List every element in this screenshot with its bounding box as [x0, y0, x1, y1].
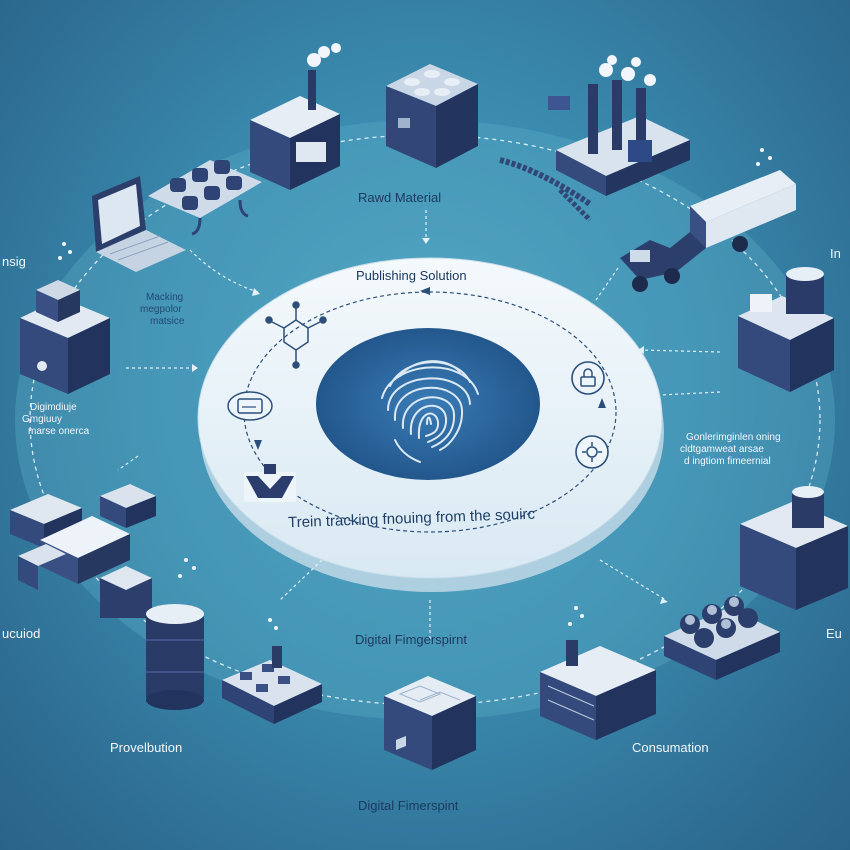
label-provelbution: Provelbution	[110, 740, 183, 755]
label-raw-material: Rawd Material	[358, 190, 442, 205]
pallet-icon	[222, 646, 322, 724]
label-marking-3: matsice	[150, 316, 185, 327]
pallet-icon	[148, 160, 262, 236]
crate-icon	[384, 676, 476, 770]
label-digital-1: Digimdiuje	[30, 402, 77, 413]
truck-icon	[620, 170, 796, 292]
server-icon	[740, 486, 848, 610]
molecule-icon	[265, 301, 327, 369]
label-left-top: nsig	[2, 254, 26, 269]
label-right-3: d ingtiom fimeernial	[684, 456, 771, 467]
connector-lines	[117, 210, 721, 640]
label-digital-3: marse onerca	[28, 426, 90, 437]
fingerprint-icon	[381, 360, 479, 463]
label-right-bottom: Eu	[826, 626, 842, 641]
fingerprint-core	[316, 328, 540, 480]
label-right-1: Gonlerimginlen oning	[686, 432, 781, 443]
barrel-icon	[664, 596, 780, 680]
lock-icon	[571, 361, 605, 395]
crate-icon	[386, 64, 478, 168]
label-left-bottom: ucuiod	[2, 626, 41, 641]
flow-arrow	[420, 287, 430, 295]
pallet-icon	[540, 640, 656, 740]
crate-icon	[10, 484, 156, 590]
label-center-fingerprint: Digital Fimgerspirnt	[355, 632, 467, 647]
factory-icon	[499, 55, 690, 222]
gear-icon	[575, 435, 609, 469]
label-marking-1: Macking	[146, 292, 184, 303]
card-icon	[227, 391, 273, 421]
label-marking-2: megpolor	[140, 304, 182, 315]
sparkle-dots	[58, 148, 772, 630]
label-bottom-fingerprint: Digital Fimerspint	[358, 798, 459, 813]
chevron-down-icon	[244, 464, 296, 502]
label-digital-2: Gmgiuuy	[22, 414, 63, 425]
label-consumation: Consumation	[632, 740, 709, 755]
flow-arrow	[254, 440, 262, 450]
barrel-icon	[738, 267, 834, 392]
label-right-2: cldtgamweat arsae	[680, 444, 764, 455]
server-icon	[20, 280, 110, 394]
factory-icon	[250, 43, 341, 190]
flow-arrow	[598, 398, 606, 408]
label-right-top: In	[830, 246, 841, 261]
laptop-icon	[92, 176, 186, 272]
label-publishing-solution: Publishing Solution	[356, 268, 467, 283]
barrel-icon	[100, 566, 204, 710]
